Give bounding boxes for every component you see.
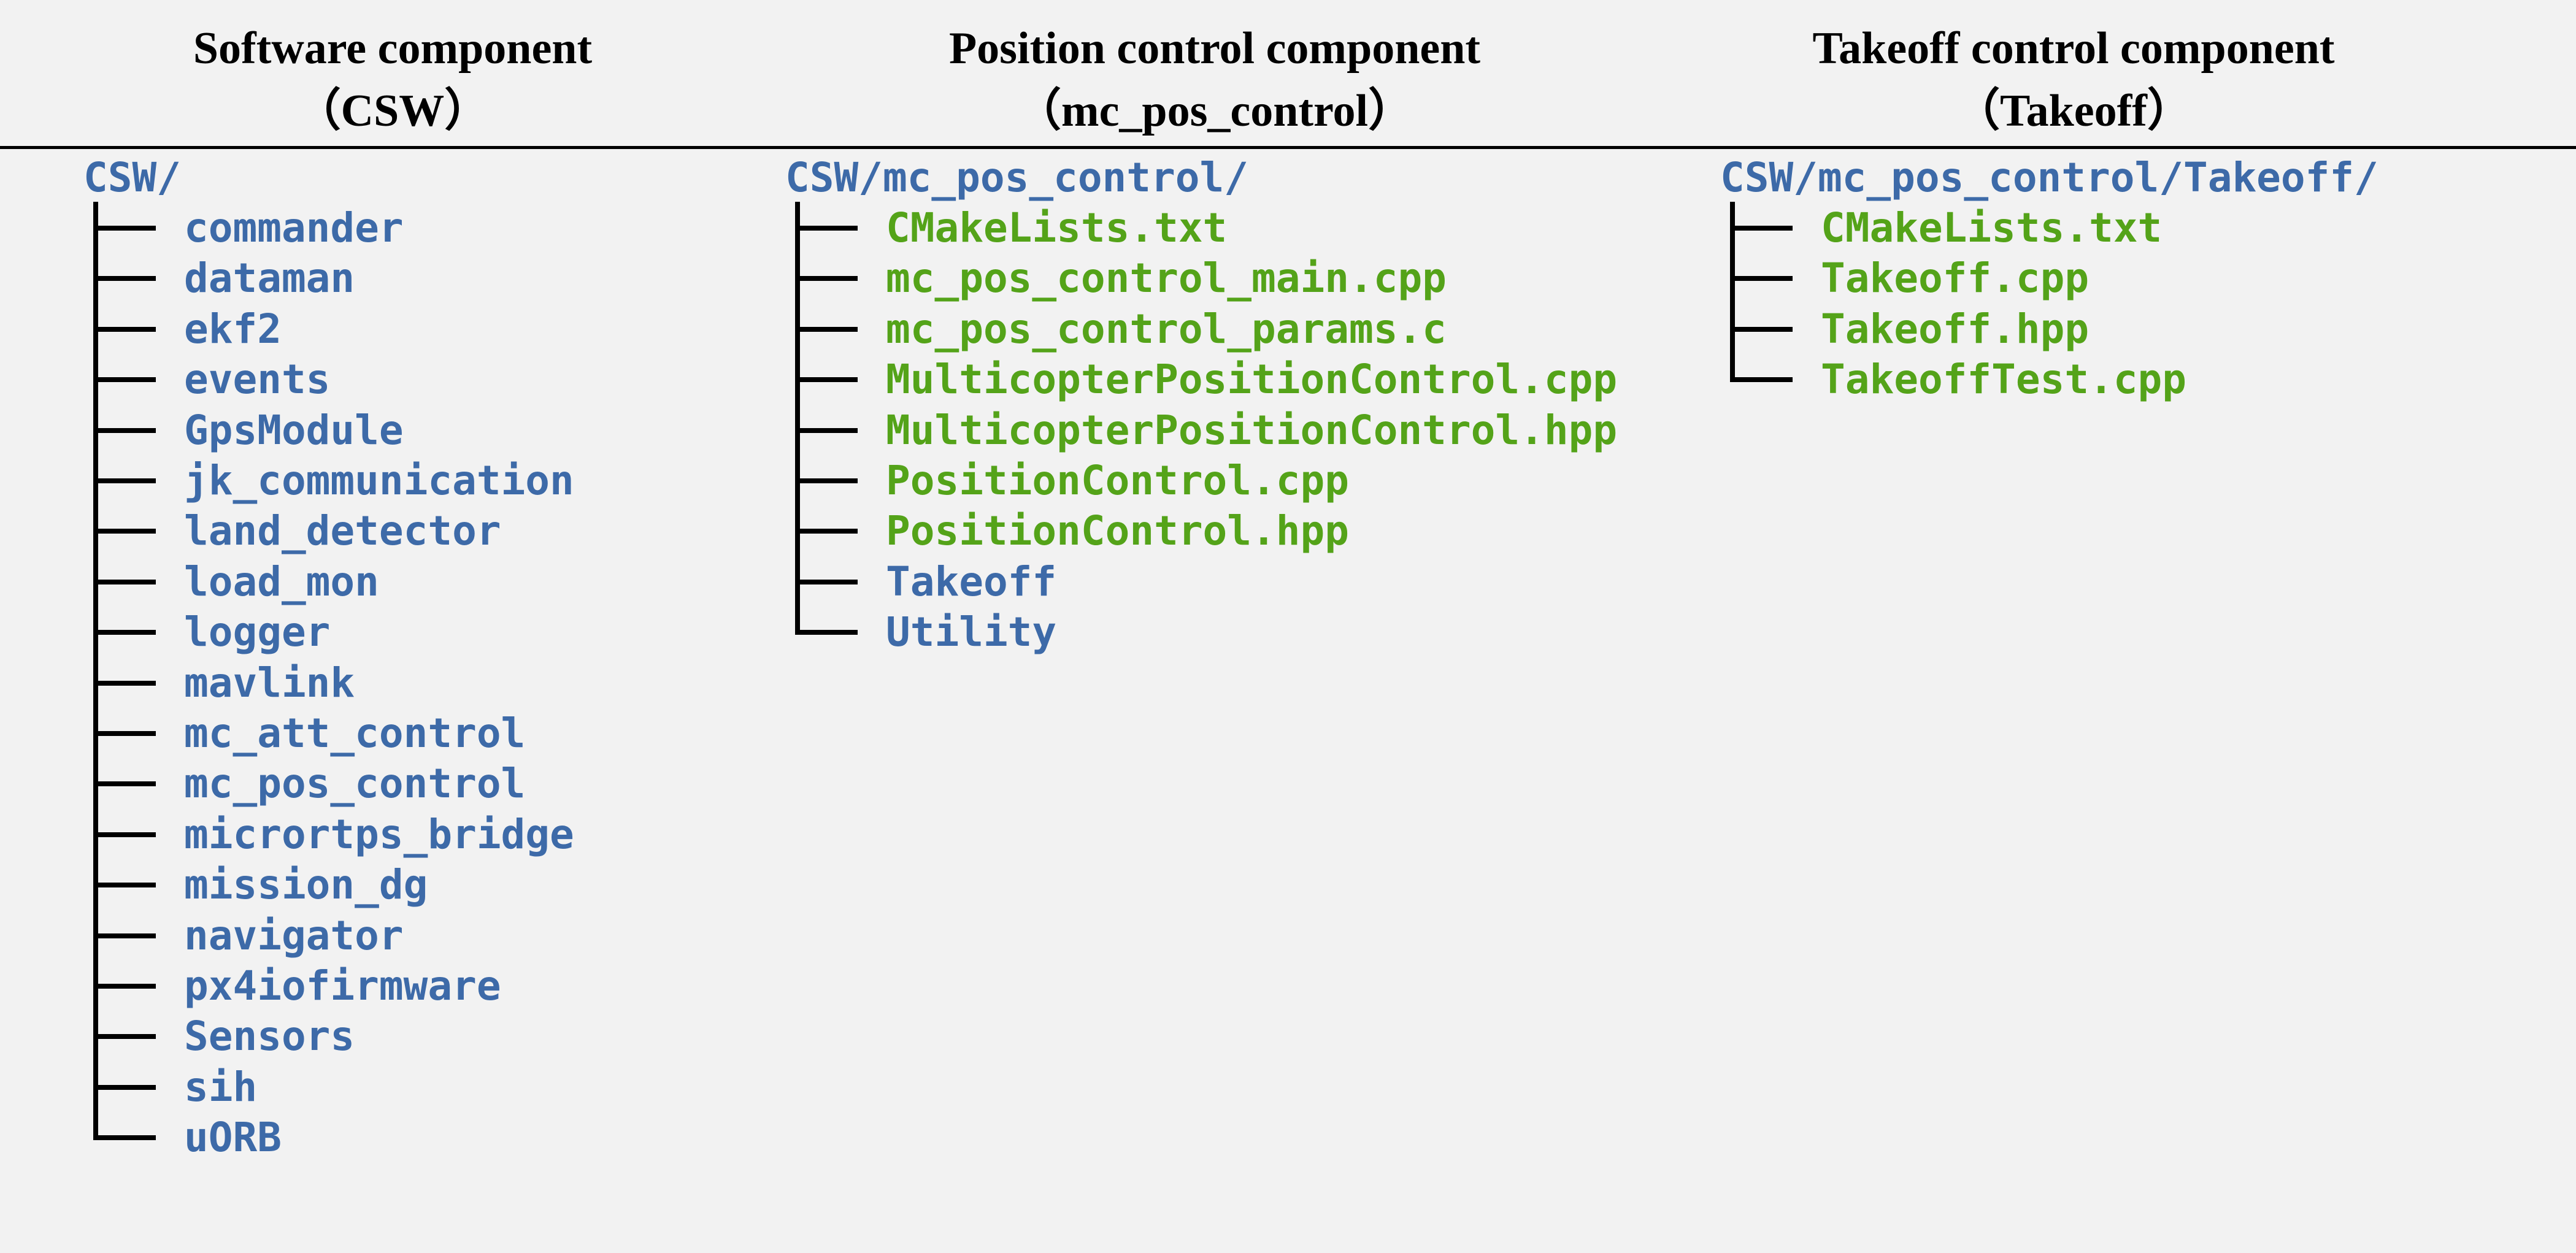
column-title: Software component (193, 23, 593, 74)
tree-branch-line (795, 226, 858, 231)
tree-item-label: Takeoff.cpp (1821, 255, 2090, 302)
tree-item-label: navigator (184, 911, 404, 959)
tree-branch-line (93, 529, 156, 534)
tree-item-label: PositionControl.cpp (886, 457, 1349, 504)
tree-branch-line (795, 478, 858, 483)
tree-item-label: Takeoff.hpp (1821, 305, 2090, 353)
tree-item-label: mc_pos_control_params.c (886, 305, 1447, 353)
tree-branch-line (93, 933, 156, 938)
tree-item-label: TakeoffTest.cpp (1821, 356, 2187, 404)
tree-branch-line (93, 832, 156, 837)
tree-item-label: ekf2 (184, 305, 282, 353)
tree-root: CSW/mc_pos_control/Takeoff/ (1720, 154, 2378, 201)
tree-branch-line (795, 276, 858, 282)
tree-item-label: dataman (184, 255, 355, 302)
tree-branch-line (93, 630, 156, 635)
header-divider (0, 146, 2576, 149)
tree-trunk-line (795, 202, 800, 635)
tree-branch-line (795, 326, 858, 332)
tree-branch-line (1730, 377, 1793, 383)
tree-branch-line (93, 1034, 156, 1040)
tree-branch-line (93, 680, 156, 686)
tree-branch-line (93, 1084, 156, 1090)
tree-item-label: land_detector (184, 507, 501, 555)
tree-item-label: micrortps_bridge (184, 810, 574, 858)
tree-item-label: logger (184, 608, 331, 656)
tree-branch-line (1730, 226, 1793, 231)
tree-branch-line (93, 226, 156, 231)
tree-item-label: jk_communication (184, 457, 574, 504)
column-header-position-control: Position control component （mc_pos_contr… (847, 17, 1583, 142)
tree-item-label: Utility (886, 608, 1057, 656)
tree-item-label: events (184, 356, 331, 404)
tree-branch-line (93, 1135, 156, 1141)
tree-branch-line (93, 984, 156, 989)
tree-branch-line (93, 883, 156, 888)
tree-item-label: Sensors (184, 1013, 355, 1060)
tree-item-label: MulticopterPositionControl.cpp (886, 356, 1618, 404)
tree-branch-line (795, 529, 858, 534)
tree-item-label: GpsModule (184, 406, 404, 454)
tree-branch-line (93, 781, 156, 787)
tree-trunk-line (93, 202, 98, 1141)
tree-branch-line (93, 427, 156, 433)
tree-item-label: mc_pos_control_main.cpp (886, 255, 1447, 302)
tree-item-label: px4iofirmware (184, 962, 501, 1010)
tree-trunk-line (1730, 202, 1735, 383)
tree-item-label: uORB (184, 1114, 282, 1162)
column-title: Position control component (948, 23, 1481, 74)
column-subtitle: （CSW） (295, 86, 490, 136)
tree-item-label: CMakeLists.txt (886, 204, 1228, 251)
tree-branch-line (795, 579, 858, 584)
column-subtitle: （mc_pos_control） (1015, 86, 1414, 136)
tree-item-label: mission_dg (184, 861, 428, 909)
tree-item-label: mc_pos_control (184, 760, 526, 808)
tree-item-label: sih (184, 1063, 258, 1111)
tree-branch-line (1730, 326, 1793, 332)
tree-branch-line (1730, 276, 1793, 282)
tree-branch-line (795, 377, 858, 383)
column-header-software: Software component （CSW） (110, 17, 675, 142)
tree-item-label: mavlink (184, 659, 355, 707)
tree-branch-line (795, 427, 858, 433)
tree-item-label: mc_att_control (184, 710, 526, 757)
column-subtitle: （Takeoff） (1955, 86, 2193, 136)
tree-root: CSW/ (83, 154, 181, 201)
tree-branch-line (795, 630, 858, 635)
column-header-takeoff-control: Takeoff control component （Takeoff） (1742, 17, 2405, 142)
column-title: Takeoff control component (1812, 23, 2335, 74)
tree-branch-line (93, 731, 156, 736)
tree-branch-line (93, 326, 156, 332)
tree-branch-line (93, 478, 156, 483)
tree-branch-line (93, 579, 156, 584)
tree-item-label: load_mon (184, 558, 379, 605)
tree-branch-line (93, 377, 156, 383)
tree-branch-line (93, 276, 156, 282)
tree-item-label: Takeoff (886, 558, 1057, 605)
tree-item-label: commander (184, 204, 404, 251)
tree-item-label: PositionControl.hpp (886, 507, 1349, 555)
tree-item-label: CMakeLists.txt (1821, 204, 2163, 251)
tree-item-label: MulticopterPositionControl.hpp (886, 406, 1618, 454)
tree-root: CSW/mc_pos_control/ (785, 154, 1248, 201)
